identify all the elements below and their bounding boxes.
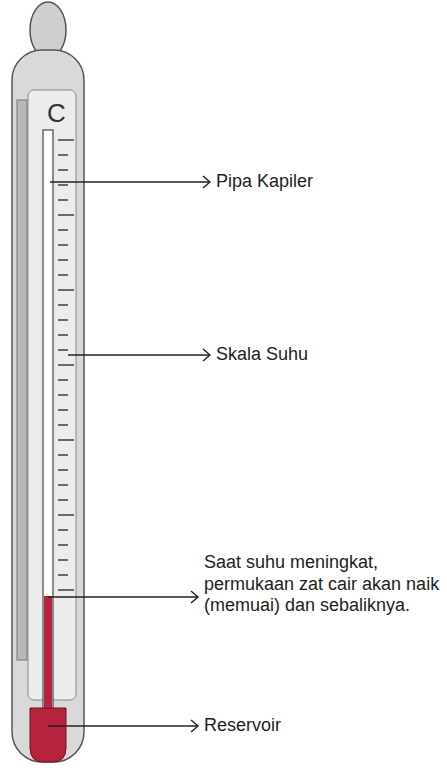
part-label: Pipa Kapiler	[216, 171, 313, 193]
note-label: Saat suhu meningkat, permukaan zat cair …	[204, 552, 442, 617]
scale-tick	[58, 139, 74, 140]
scale-ticks	[58, 140, 74, 590]
scale-tick	[58, 214, 74, 215]
scale-tick	[58, 304, 68, 305]
body-stripe	[17, 100, 27, 660]
scale-tick	[58, 154, 68, 155]
scale-tick	[58, 229, 68, 230]
scale-tick	[58, 574, 68, 575]
scale-tick	[58, 169, 68, 170]
scale-tick	[58, 439, 74, 440]
scale-tick	[58, 409, 68, 410]
part-label: Reservoir	[204, 715, 281, 737]
scale-tick	[58, 589, 74, 590]
scale-tick	[58, 499, 68, 500]
scale-tick	[58, 259, 68, 260]
scale-tick	[58, 244, 68, 245]
scale-tick	[58, 394, 68, 395]
liquid-column	[44, 596, 52, 716]
reservoir-bulb	[30, 708, 66, 762]
scale-tick	[58, 334, 68, 335]
scale-tick	[58, 349, 68, 350]
scale-tick	[58, 529, 68, 530]
scale-tick	[58, 199, 68, 200]
part-label: Skala Suhu	[216, 344, 308, 366]
scale-tick	[58, 484, 68, 485]
scale-tick	[58, 379, 68, 380]
scale-tick	[58, 514, 74, 515]
scale-tick	[58, 559, 68, 560]
scale-tick	[58, 274, 68, 275]
scale-tick	[58, 289, 74, 290]
leader-lines	[48, 176, 210, 732]
scale-tick	[58, 184, 68, 185]
scale-tick	[58, 364, 74, 365]
scale-tick	[58, 319, 68, 320]
scale-tick	[58, 469, 68, 470]
scale-unit: C	[47, 100, 66, 126]
scale-tick	[58, 544, 68, 545]
thermometer-body	[12, 50, 84, 762]
scale-tick	[58, 454, 68, 455]
scale-tick	[58, 424, 68, 425]
